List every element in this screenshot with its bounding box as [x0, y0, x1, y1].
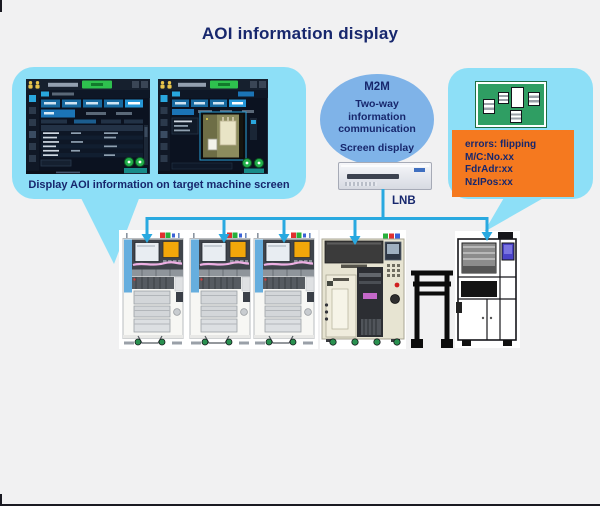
aoi-inspection-machine — [456, 232, 517, 346]
parts-table[interactable] — [41, 131, 143, 158]
right-bubble-tail — [484, 196, 547, 232]
tool-column[interactable] — [250, 118, 257, 140]
pcb-camera-view[interactable] — [199, 111, 247, 161]
m2m-footer: Screen display — [339, 141, 415, 154]
lnb-label: LNB — [392, 195, 416, 207]
menu-icon[interactable] — [250, 81, 257, 88]
error-info-box: errors: flipping M/C:No.xx FdrAdr:xx Nzl… — [452, 130, 574, 197]
scrollbar[interactable] — [144, 125, 148, 165]
left-bubble-tail — [80, 196, 140, 264]
pcb-board-icon — [475, 81, 547, 128]
maintenance-cart — [411, 270, 453, 348]
bottom-border — [0, 504, 600, 506]
sidebar-icons[interactable] — [160, 95, 168, 162]
lnb-server-unit — [338, 162, 432, 190]
start-button[interactable] — [82, 80, 112, 89]
left-bubble-caption: Display AOI information on target machin… — [28, 179, 290, 191]
m2m-heading: M2M — [364, 81, 390, 93]
m2m-bubble: M2M Two-way information communication Sc… — [320, 74, 434, 165]
help-icon[interactable] — [141, 81, 148, 88]
m2m-body: Two-way information communication — [338, 98, 416, 135]
page-title: AOI information display — [201, 24, 399, 43]
emergency-stop-button — [394, 282, 400, 288]
operator-icon — [160, 81, 172, 89]
confirm-buttons[interactable] — [242, 158, 264, 168]
confirm-buttons[interactable] — [124, 157, 145, 167]
error-line: errors: flipping — [465, 139, 537, 150]
error-line: NzlPos:xx — [465, 176, 513, 188]
disc-slot — [347, 174, 399, 179]
table-header — [41, 125, 143, 131]
edge-mark-bottom — [0, 494, 2, 506]
machine-screen-aoi-image — [158, 79, 268, 174]
start-button[interactable] — [210, 80, 238, 89]
inspection-hood-window — [461, 242, 497, 274]
edge-mark-top — [0, 0, 2, 12]
error-line: FdrAdr:xx — [465, 164, 513, 175]
vent-grille — [345, 182, 377, 186]
action-button[interactable] — [244, 168, 264, 174]
mounter-machine-3 — [253, 232, 315, 347]
sidebar-icons[interactable] — [29, 95, 36, 162]
menu-icon[interactable] — [132, 81, 139, 88]
tower-light-icon — [383, 233, 400, 239]
left-speech-bubble: Display AOI information on target machin… — [12, 67, 306, 199]
tab-row[interactable] — [172, 99, 246, 108]
conveyor-window — [461, 281, 497, 297]
aoi-screen — [501, 242, 515, 261]
wheels — [326, 338, 401, 346]
help-icon[interactable] — [259, 81, 266, 88]
modular-mounter-machine — [321, 233, 405, 346]
mounter-machine-1 — [122, 232, 184, 347]
button-grid — [387, 264, 400, 277]
input-field[interactable] — [40, 159, 72, 167]
error-line: M/C:No.xx — [465, 151, 514, 163]
operator-icon — [28, 81, 40, 89]
mounter-machine-2 — [189, 232, 251, 347]
action-button[interactable] — [124, 168, 147, 173]
brand-chip — [414, 168, 425, 172]
measurement-panel — [171, 117, 199, 135]
machine-screen-table — [26, 79, 150, 174]
tab-row[interactable] — [41, 99, 143, 108]
